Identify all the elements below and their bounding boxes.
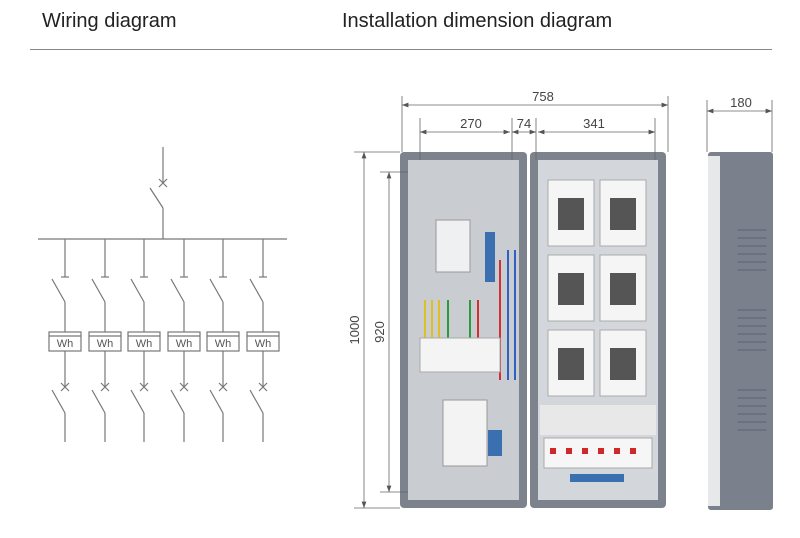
meter-label: Wh [176,338,193,350]
dim-total-width: 758 [532,89,554,104]
switch-icon [130,389,145,414]
branch-circuit: Wh [167,239,201,442]
branch-circuit: Wh [127,239,161,442]
meter-label: Wh [97,338,114,350]
wiring-diagram: Wh Wh Wh Wh Wh Wh [38,147,287,442]
meter-label: Wh [215,338,232,350]
breaker-x-icon [218,382,228,392]
switch-icon [91,278,106,303]
installation-diagram-title: Installation dimension diagram [342,10,613,32]
meter-label: Wh [255,338,272,350]
switch-icon [170,389,185,414]
switch-icon [51,278,66,303]
dim-depth: 180 [730,95,752,110]
switch-icon [130,278,145,303]
breaker-x-icon [139,382,149,392]
branch-circuit: Wh [88,239,122,442]
meter-label: Wh [136,338,153,350]
breaker-x-icon [60,382,70,392]
branch-circuit: Wh [206,239,240,442]
switch-icon [91,389,106,414]
switch-icon [209,389,224,414]
dim-gap: 74 [517,116,531,131]
branch-circuit: Wh [48,239,82,442]
switch-icon [209,278,224,303]
breaker-x-icon [179,382,189,392]
cabinet-side [708,152,773,510]
switch-icon [51,389,66,414]
switch-icon [249,389,264,414]
meter-label: Wh [57,338,74,350]
dim-left-section: 270 [460,116,482,131]
breaker-x-icon [100,382,110,392]
branch-circuit: Wh [246,239,280,442]
switch-icon [249,278,264,303]
dimension-lines [354,96,773,509]
switch-icon [170,278,185,303]
wiring-diagram-title: Wiring diagram [42,10,177,32]
header-divider [30,49,772,50]
dim-right-section: 341 [583,116,605,131]
cabinet-front [400,152,666,508]
dim-inner-height: 920 [372,321,387,343]
breaker-x-icon [258,382,268,392]
dim-total-height: 1000 [347,316,362,345]
